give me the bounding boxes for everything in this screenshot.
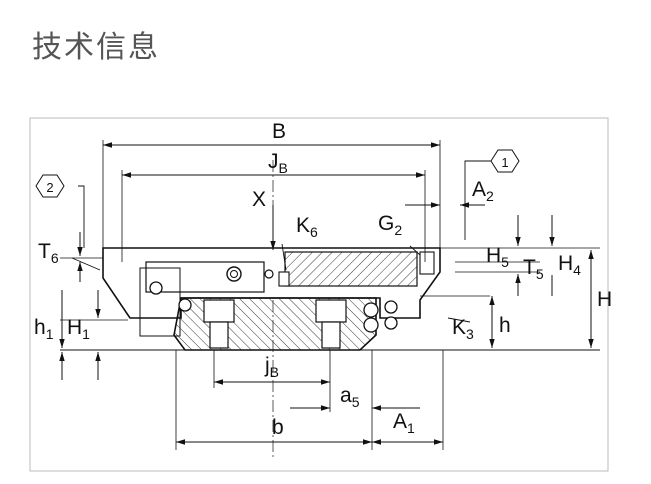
svg-text:JB: JB bbox=[268, 150, 288, 176]
carriage-section bbox=[284, 251, 418, 287]
dim-X: X bbox=[252, 188, 266, 211]
grease-nipple-inner bbox=[230, 270, 238, 278]
svg-text:A2: A2 bbox=[472, 178, 494, 204]
dim-T6: T6 bbox=[38, 240, 59, 266]
svg-text:2: 2 bbox=[46, 180, 53, 195]
dim-JB: JB bbox=[268, 150, 288, 176]
svg-text:H5: H5 bbox=[486, 244, 509, 270]
g2-tap bbox=[419, 251, 435, 275]
svg-text:1: 1 bbox=[501, 155, 508, 170]
grease-nipple bbox=[226, 266, 242, 282]
svg-text:b: b bbox=[272, 416, 284, 439]
dim-H1: H1 bbox=[67, 316, 90, 342]
dim-H: H bbox=[597, 288, 612, 311]
rail-bolt-hole-right bbox=[321, 321, 341, 349]
drawing-frame bbox=[29, 117, 609, 472]
dim-jB: jB bbox=[264, 354, 279, 380]
page-title: 技术信息 bbox=[32, 30, 160, 65]
rail-bolt-head-left bbox=[203, 299, 235, 323]
dim-a5: a5 bbox=[340, 384, 360, 410]
dim-b: b bbox=[272, 416, 284, 439]
rail-bolt-hole-left bbox=[209, 321, 229, 349]
dim-B: B bbox=[272, 120, 286, 143]
svg-text:H: H bbox=[597, 288, 612, 311]
dim-h: h bbox=[499, 314, 511, 337]
dimension-arrows bbox=[59, 142, 594, 445]
callout-leaders bbox=[71, 160, 491, 323]
dim-T5: T5 bbox=[523, 256, 544, 282]
callout-2: 2 bbox=[35, 174, 65, 198]
svg-text:H1: H1 bbox=[67, 316, 90, 342]
dim-A2: A2 bbox=[472, 178, 494, 204]
screw-head bbox=[264, 269, 274, 279]
svg-text:K6: K6 bbox=[296, 214, 318, 240]
dim-G2: G2 bbox=[378, 212, 402, 238]
svg-text:h1: h1 bbox=[34, 316, 54, 342]
svg-text:K3: K3 bbox=[452, 316, 474, 342]
svg-text:A1: A1 bbox=[393, 410, 415, 436]
svg-text:a5: a5 bbox=[340, 384, 360, 410]
rolling-balls bbox=[178, 298, 398, 333]
svg-text:G2: G2 bbox=[378, 212, 402, 238]
svg-text:h: h bbox=[499, 314, 511, 337]
svg-text:X: X bbox=[252, 188, 266, 211]
svg-text:B: B bbox=[272, 120, 286, 143]
svg-text:T6: T6 bbox=[38, 240, 59, 266]
svg-text:jB: jB bbox=[264, 354, 279, 380]
end-seal bbox=[145, 261, 265, 293]
dim-K3: K3 bbox=[452, 316, 474, 342]
dim-h1: h1 bbox=[34, 316, 54, 342]
dim-H5: H5 bbox=[486, 244, 509, 270]
dim-H4: H4 bbox=[558, 252, 581, 278]
dim-A1: A1 bbox=[393, 410, 415, 436]
rail-bolt-head-right bbox=[315, 299, 347, 323]
svg-text:T5: T5 bbox=[523, 256, 544, 282]
lube-port bbox=[149, 281, 163, 295]
dim-K6: K6 bbox=[296, 214, 318, 240]
svg-text:H4: H4 bbox=[558, 252, 581, 278]
callout-1: 1 bbox=[490, 149, 520, 173]
k6-plug bbox=[278, 271, 290, 287]
